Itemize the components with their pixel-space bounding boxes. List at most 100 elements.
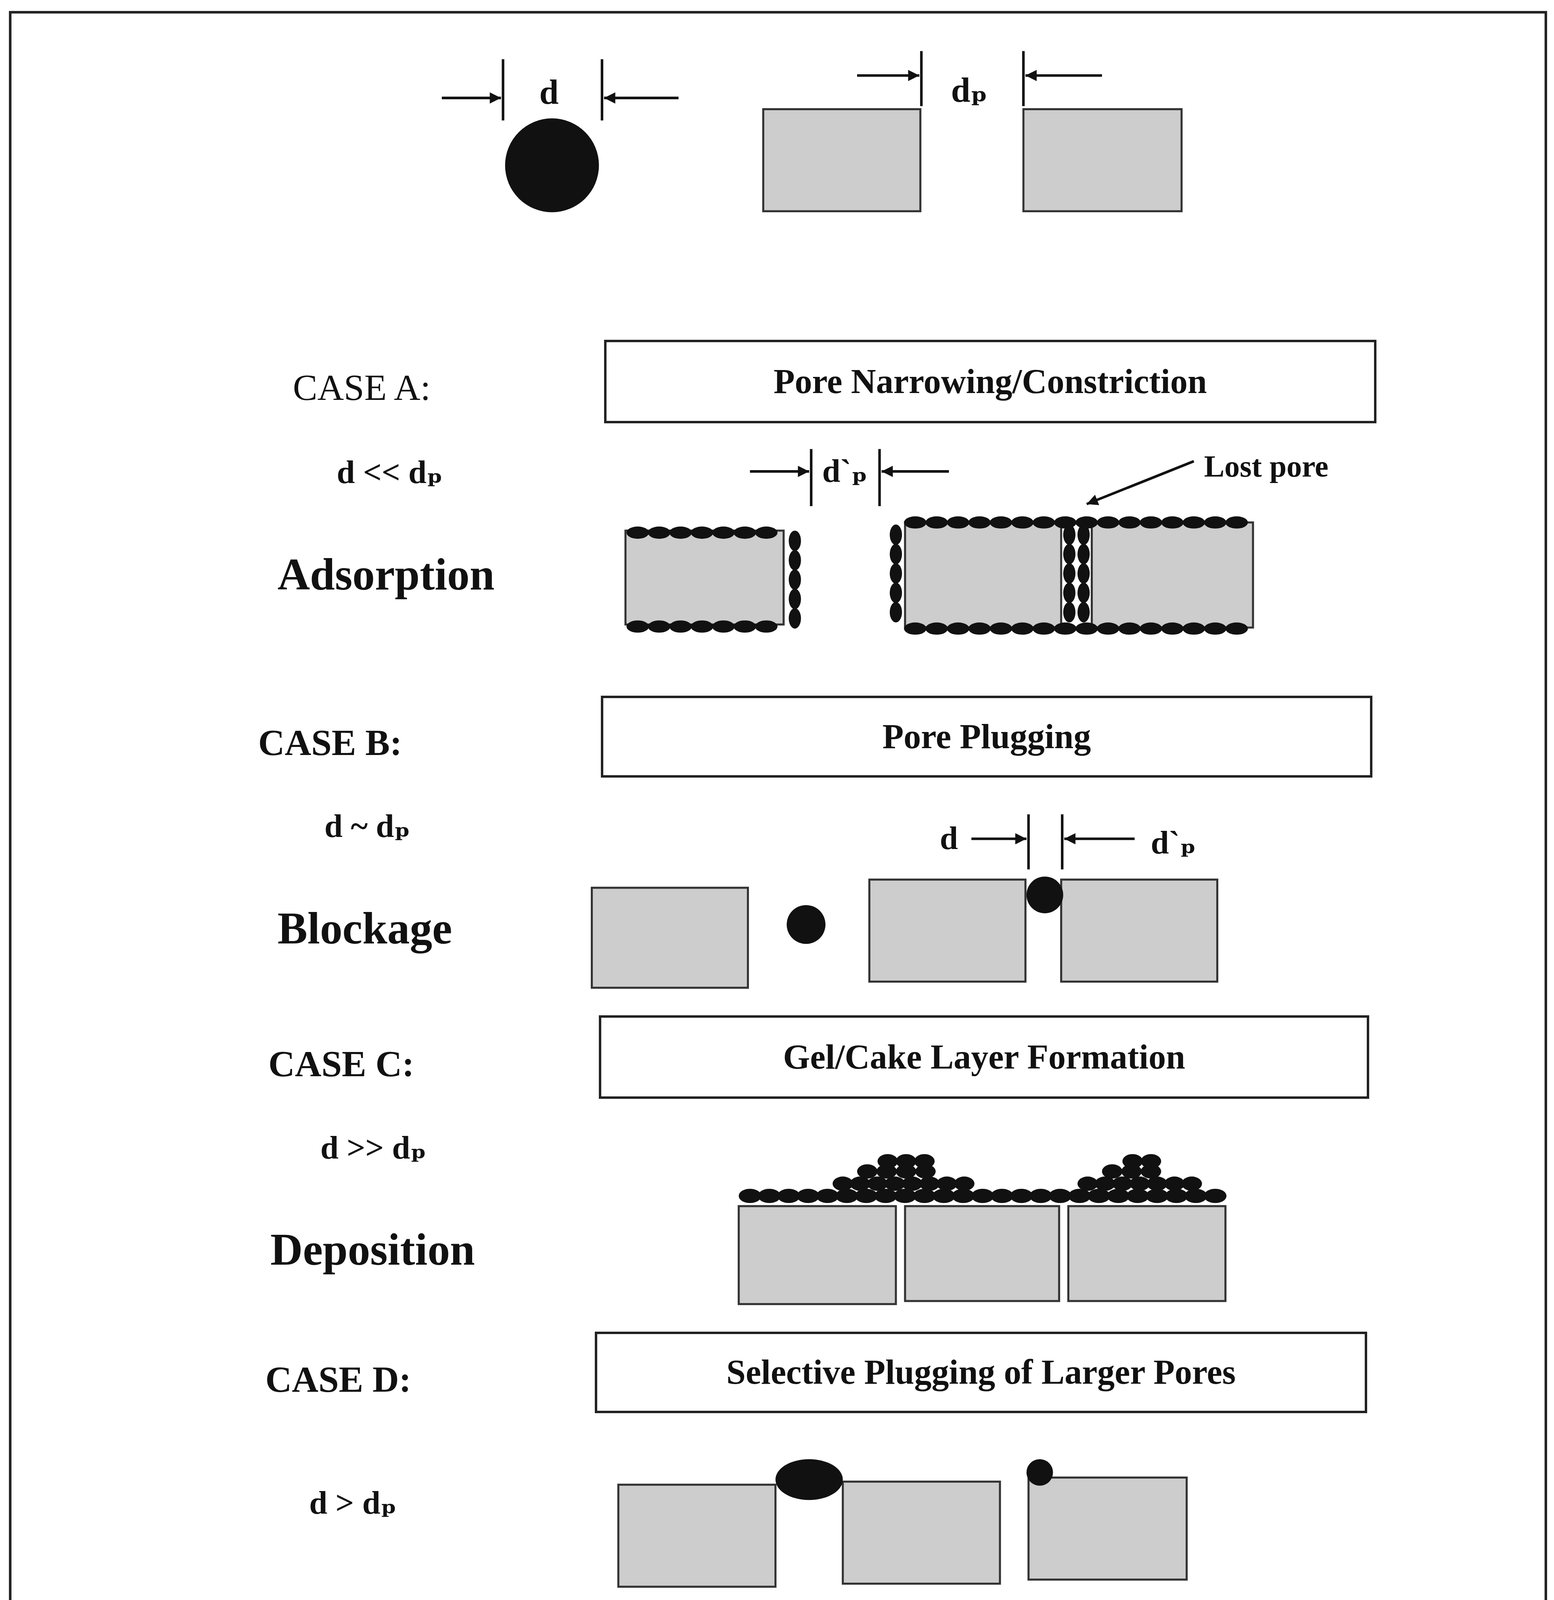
- foulant-particle: [712, 620, 735, 633]
- foulant-particle: [1182, 516, 1206, 529]
- tick-line: [501, 59, 505, 121]
- foulant-particle: [1011, 516, 1034, 529]
- foulant-particle: [690, 526, 714, 539]
- size-relation: d ~ dₚ: [324, 807, 411, 846]
- membrane-block: [905, 522, 1062, 628]
- foulant-particle: [1204, 622, 1227, 635]
- size-relation: d << dₚ: [336, 453, 443, 492]
- cake-particle: [932, 1188, 956, 1203]
- foulant-particle: [1161, 622, 1184, 635]
- dimension-label: d`ₚ: [822, 452, 868, 491]
- cake-particle: [913, 1188, 936, 1203]
- tick-line: [1060, 814, 1064, 870]
- cake-particle: [855, 1188, 878, 1203]
- tick-line: [878, 449, 881, 507]
- cake-particle: [867, 1176, 888, 1191]
- box-title: Pore Plugging: [882, 716, 1092, 757]
- dimension-line: [881, 470, 950, 473]
- mechanism-box: Gel/Cake Layer Formation: [598, 1015, 1370, 1099]
- box-title: Selective Plugging of Larger Pores: [726, 1352, 1236, 1393]
- cake-particle: [1106, 1188, 1130, 1203]
- foulant-particle: [1096, 516, 1120, 529]
- cake-particle: [777, 1188, 801, 1203]
- foulant-particle: [1204, 516, 1227, 529]
- membrane-block: [869, 879, 1026, 982]
- cake-particle: [816, 1188, 839, 1203]
- particle: [786, 905, 826, 944]
- foulant-particle: [947, 622, 970, 635]
- foulant-particle: [903, 622, 927, 635]
- foulant-particle: [1077, 543, 1090, 565]
- foulant-particle: [1063, 543, 1076, 565]
- box-title: Gel/Cake Layer Formation: [783, 1037, 1186, 1078]
- cake-particle: [895, 1154, 917, 1169]
- tick-line: [809, 449, 813, 507]
- cake-particle: [1010, 1188, 1033, 1203]
- cake-particle: [1126, 1188, 1150, 1203]
- cake-particle: [953, 1176, 975, 1191]
- foulant-particle: [1063, 582, 1076, 604]
- foulant-particle: [968, 516, 992, 529]
- particle: [505, 118, 600, 213]
- cake-particle: [758, 1188, 781, 1203]
- size-relation: d > dₚ: [309, 1484, 397, 1522]
- size-relation: d >> dₚ: [320, 1129, 427, 1167]
- foulant-particle: [889, 524, 902, 546]
- foulant-particle: [755, 620, 778, 633]
- foulant-particle: [788, 608, 802, 629]
- membrane-block: [1061, 879, 1218, 982]
- membrane-block: [1091, 522, 1254, 628]
- foulant-particle: [626, 620, 650, 633]
- foulant-particle: [788, 550, 802, 571]
- foulant-particle: [788, 569, 802, 590]
- foulant-particle: [733, 526, 757, 539]
- foulant-particle: [1032, 516, 1056, 529]
- cake-particle: [1204, 1188, 1227, 1203]
- foulant-particle: [925, 622, 948, 635]
- foulant-particle: [1075, 622, 1099, 635]
- membrane-block: [625, 530, 784, 625]
- foulant-particle: [1011, 622, 1034, 635]
- frame: [10, 12, 1546, 1600]
- dimension-line: [1025, 74, 1103, 77]
- cake-particle: [1181, 1176, 1203, 1191]
- callout-label: Lost pore: [1204, 448, 1329, 484]
- foulant-particle: [1225, 516, 1249, 529]
- mechanism-box: Pore Narrowing/Constriction: [604, 339, 1377, 424]
- foulant-particle: [1063, 524, 1076, 546]
- particle: [1026, 1459, 1054, 1486]
- cake-particle: [1184, 1188, 1208, 1203]
- membrane-block: [842, 1481, 1000, 1584]
- membrane-block: [1068, 1206, 1226, 1301]
- cake-particle: [893, 1188, 917, 1203]
- tick-line: [600, 59, 604, 121]
- box-title: Pore Narrowing/Constriction: [773, 361, 1207, 402]
- foulant-particle: [755, 526, 778, 539]
- cake-particle: [951, 1188, 975, 1203]
- mechanism-name: Blockage: [277, 902, 453, 955]
- foulant-particle: [989, 516, 1013, 529]
- foulant-particle: [1139, 516, 1163, 529]
- cake-particle: [877, 1154, 899, 1169]
- foulant-particle: [712, 526, 735, 539]
- foulant-particle: [968, 622, 992, 635]
- foulant-particle: [788, 530, 802, 552]
- tick-line: [1022, 50, 1025, 107]
- dimension-line: [857, 74, 920, 77]
- foulant-particle: [648, 526, 671, 539]
- foulant-particle: [626, 526, 650, 539]
- cake-particle: [1165, 1188, 1188, 1203]
- foulant-particle: [925, 516, 948, 529]
- particle: [1026, 876, 1064, 914]
- foulant-particle: [1077, 602, 1090, 623]
- foulant-particle: [669, 620, 693, 633]
- foulant-particle: [1139, 622, 1163, 635]
- membrane-block: [1023, 109, 1182, 212]
- mechanism-name: Adsorption: [277, 548, 495, 601]
- cake-particle: [1102, 1164, 1123, 1179]
- foulant-particle: [788, 588, 802, 610]
- case-label: CASE A:: [292, 366, 431, 410]
- foulant-particle: [889, 563, 902, 584]
- dimension-label: d: [939, 819, 958, 858]
- foulant-particle: [989, 622, 1013, 635]
